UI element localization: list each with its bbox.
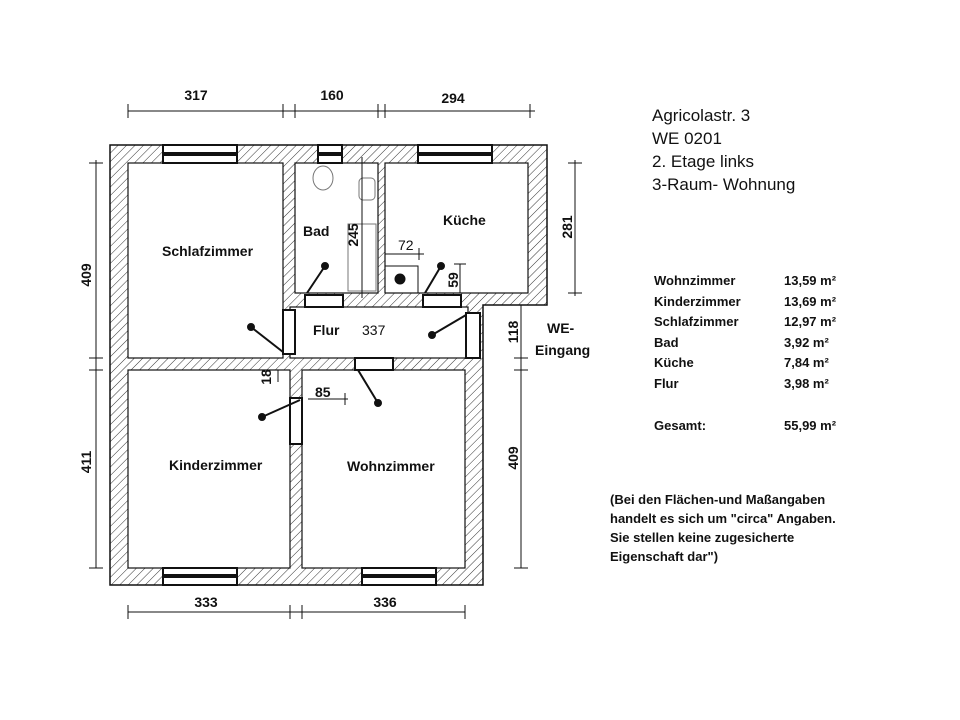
dim-left-409: 409 xyxy=(78,263,94,287)
dim-top-160: 160 xyxy=(320,87,344,103)
label-kueche: Küche xyxy=(443,212,486,228)
total-value: 55,99 m² xyxy=(784,418,837,433)
area-value: 3,92 m² xyxy=(784,334,829,350)
area-row: Schlafzimmer 12,97 m² xyxy=(654,314,836,335)
room-flur xyxy=(289,306,469,359)
area-value: 12,97 m² xyxy=(784,314,837,329)
dimension-lines xyxy=(89,104,582,619)
dim-18: 18 xyxy=(258,369,274,385)
dim-top-294: 294 xyxy=(441,90,465,106)
unit: WE 0201 xyxy=(652,129,722,148)
note-line: handelt es sich um "circa" Angaben. xyxy=(610,511,836,526)
rooms xyxy=(127,162,529,569)
area-name: Wohnzimmer xyxy=(654,273,736,288)
area-value: 7,84 m² xyxy=(784,355,829,370)
label-wohnzimmer: Wohnzimmer xyxy=(347,458,435,474)
dimension-labels: 317 160 294 409 411 281 118 409 333 336 … xyxy=(78,87,575,610)
area-name: Küche xyxy=(654,355,694,370)
dim-top-317: 317 xyxy=(184,87,208,103)
apartment-info: Agricolastr. 3 WE 0201 2. Etage links 3-… xyxy=(652,104,795,196)
room-labels: Schlafzimmer Bad Küche Flur Kinderzimmer… xyxy=(162,212,590,474)
dim-72: 72 xyxy=(398,237,414,253)
note-line: (Bei den Flächen-und Maßangaben xyxy=(610,492,826,507)
label-entrance-2: Eingang xyxy=(535,342,590,358)
total-label: Gesamt: xyxy=(654,418,707,433)
area-row: Flur 3,98 m² xyxy=(654,376,836,397)
doors xyxy=(247,262,481,445)
dim-bottom-333: 333 xyxy=(194,594,218,610)
address: Agricolastr. 3 xyxy=(652,106,751,125)
label-entrance: WE- xyxy=(547,320,575,336)
dim-right-118: 118 xyxy=(505,320,521,343)
sink-icon xyxy=(358,177,376,201)
label-bad: Bad xyxy=(303,223,329,239)
area-row: Küche 7,84 m² xyxy=(654,355,836,376)
toilet-icon xyxy=(312,165,334,191)
door-kinderzimmer xyxy=(289,397,303,445)
door-wohnzimmer xyxy=(354,357,394,371)
area-value: 13,69 m² xyxy=(784,293,837,309)
door-entrance xyxy=(465,312,481,359)
area-name: Kinderzimmer xyxy=(654,293,741,309)
room-kinderzimmer xyxy=(127,369,291,569)
door-bad xyxy=(304,294,344,308)
stove-icon xyxy=(384,265,419,294)
area-row: Kinderzimmer 13,69 m² xyxy=(654,294,836,315)
dim-59: 59 xyxy=(445,272,461,288)
room-wohnzimmer xyxy=(301,369,466,569)
area-row: Bad 3,92 m² xyxy=(654,335,836,356)
label-schlafzimmer: Schlafzimmer xyxy=(162,243,254,259)
total-row: Gesamt: 55,99 m² xyxy=(654,418,836,439)
dim-85: 85 xyxy=(315,384,331,400)
apartment-type: 3-Raum- Wohnung xyxy=(652,175,796,194)
dim-left-411: 411 xyxy=(78,450,94,473)
door-kueche xyxy=(422,294,462,308)
note-line: Eigenschaft dar") xyxy=(610,549,719,564)
dim-bottom-336: 336 xyxy=(373,594,397,610)
dim-flur-337: 337 xyxy=(362,322,386,338)
door-schlafzimmer xyxy=(282,309,296,355)
room-kueche xyxy=(384,162,529,294)
windows xyxy=(162,144,493,586)
area-name: Bad xyxy=(654,334,679,350)
area-value: 13,59 m² xyxy=(784,273,837,288)
area-value: 3,98 m² xyxy=(784,375,829,391)
floor: 2. Etage links xyxy=(652,152,755,171)
label-flur: Flur xyxy=(313,322,340,338)
disclaimer-note: (Bei den Flächen-und Maßangaben handelt … xyxy=(610,490,930,566)
area-row: Wohnzimmer 13,59 m² xyxy=(654,273,836,294)
dim-bad-245: 245 xyxy=(345,223,361,247)
area-name: Flur xyxy=(654,375,679,391)
note-line: Sie stellen keine zugesicherte xyxy=(610,530,795,545)
label-kinderzimmer: Kinderzimmer xyxy=(169,457,263,473)
dim-right-281: 281 xyxy=(559,215,575,239)
room-bad xyxy=(294,162,379,294)
dim-right-409: 409 xyxy=(505,446,521,470)
room-schlafzimmer xyxy=(127,162,284,359)
area-name: Schlafzimmer xyxy=(654,314,739,329)
